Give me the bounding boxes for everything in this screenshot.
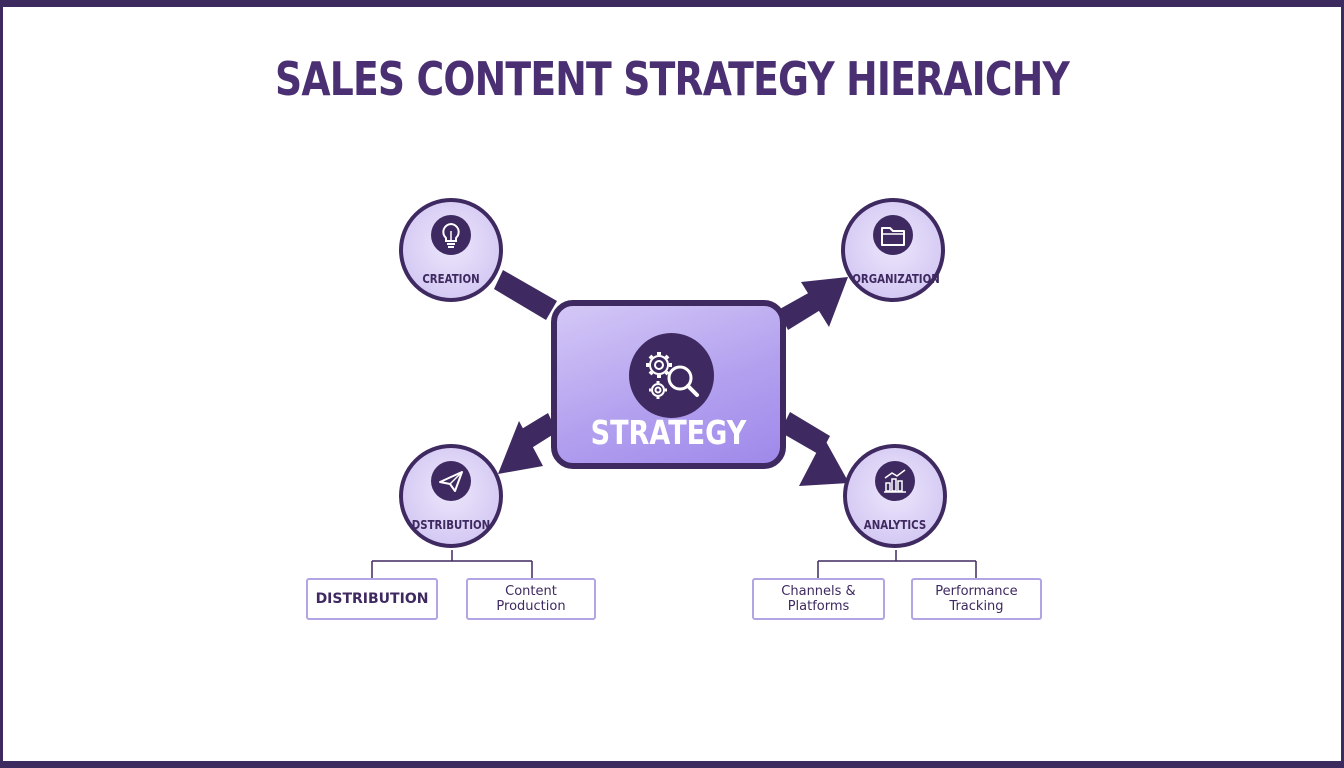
leaf-channels-platforms-line-1: Channels & xyxy=(781,584,856,599)
leaf-performance-tracking: Performance Tracking xyxy=(911,578,1042,620)
tree-lines-distribution xyxy=(371,550,533,579)
paper-plane-icon xyxy=(431,461,471,501)
arrowhead-organization xyxy=(801,277,848,327)
diagram-title: SALES CONTENT STRATEGY HIERAICHY xyxy=(275,52,1070,106)
node-organization: ORGANIZATION xyxy=(841,198,945,302)
node-creation-label: CREATION xyxy=(422,272,480,286)
folder-icon xyxy=(873,215,913,255)
leaf-distribution: DISTRIBUTION xyxy=(306,578,438,620)
node-analytics: ANALYTICS xyxy=(843,444,947,548)
strategy-label: STRATEGY xyxy=(590,413,747,452)
leaf-performance-tracking-line-1: Performance xyxy=(935,584,1018,599)
arrow-strategy-to-distribution xyxy=(520,413,557,449)
frame-right-border xyxy=(1341,0,1344,768)
arrowhead-distribution xyxy=(498,421,543,474)
leaf-distribution-line-1: DISTRIBUTION xyxy=(315,590,429,607)
frame-top-border xyxy=(0,0,1344,7)
arrowhead-analytics xyxy=(799,438,849,486)
arrow-strategy-to-organization xyxy=(778,291,822,330)
leaf-content-production-line-1: Content xyxy=(505,584,557,599)
strategy-box: STRATEGY xyxy=(551,300,786,469)
bar-chart-icon xyxy=(875,461,915,501)
node-distribution-label: DSTRIBUTION xyxy=(411,518,491,532)
leaf-channels-platforms: Channels & Platforms xyxy=(752,578,885,620)
gears-magnifier-icon xyxy=(629,333,714,418)
frame-bottom-border xyxy=(0,761,1344,768)
lightbulb-icon xyxy=(431,215,471,255)
node-creation: CREATION xyxy=(399,198,503,302)
node-analytics-label: ANALYTICS xyxy=(863,518,927,532)
node-distribution: DSTRIBUTION xyxy=(399,444,503,548)
arrow-creation-to-strategy xyxy=(494,270,557,320)
arrow-strategy-to-analytics xyxy=(780,412,830,455)
frame-left-border xyxy=(0,0,3,768)
leaf-channels-platforms-line-2: Platforms xyxy=(787,599,850,614)
tree-lines-analytics xyxy=(817,550,977,579)
node-organization-label: ORGANIZATION xyxy=(852,272,940,286)
leaf-performance-tracking-line-2: Tracking xyxy=(949,599,1004,614)
leaf-content-production: Content Production xyxy=(466,578,596,620)
leaf-content-production-line-2: Production xyxy=(496,599,566,614)
